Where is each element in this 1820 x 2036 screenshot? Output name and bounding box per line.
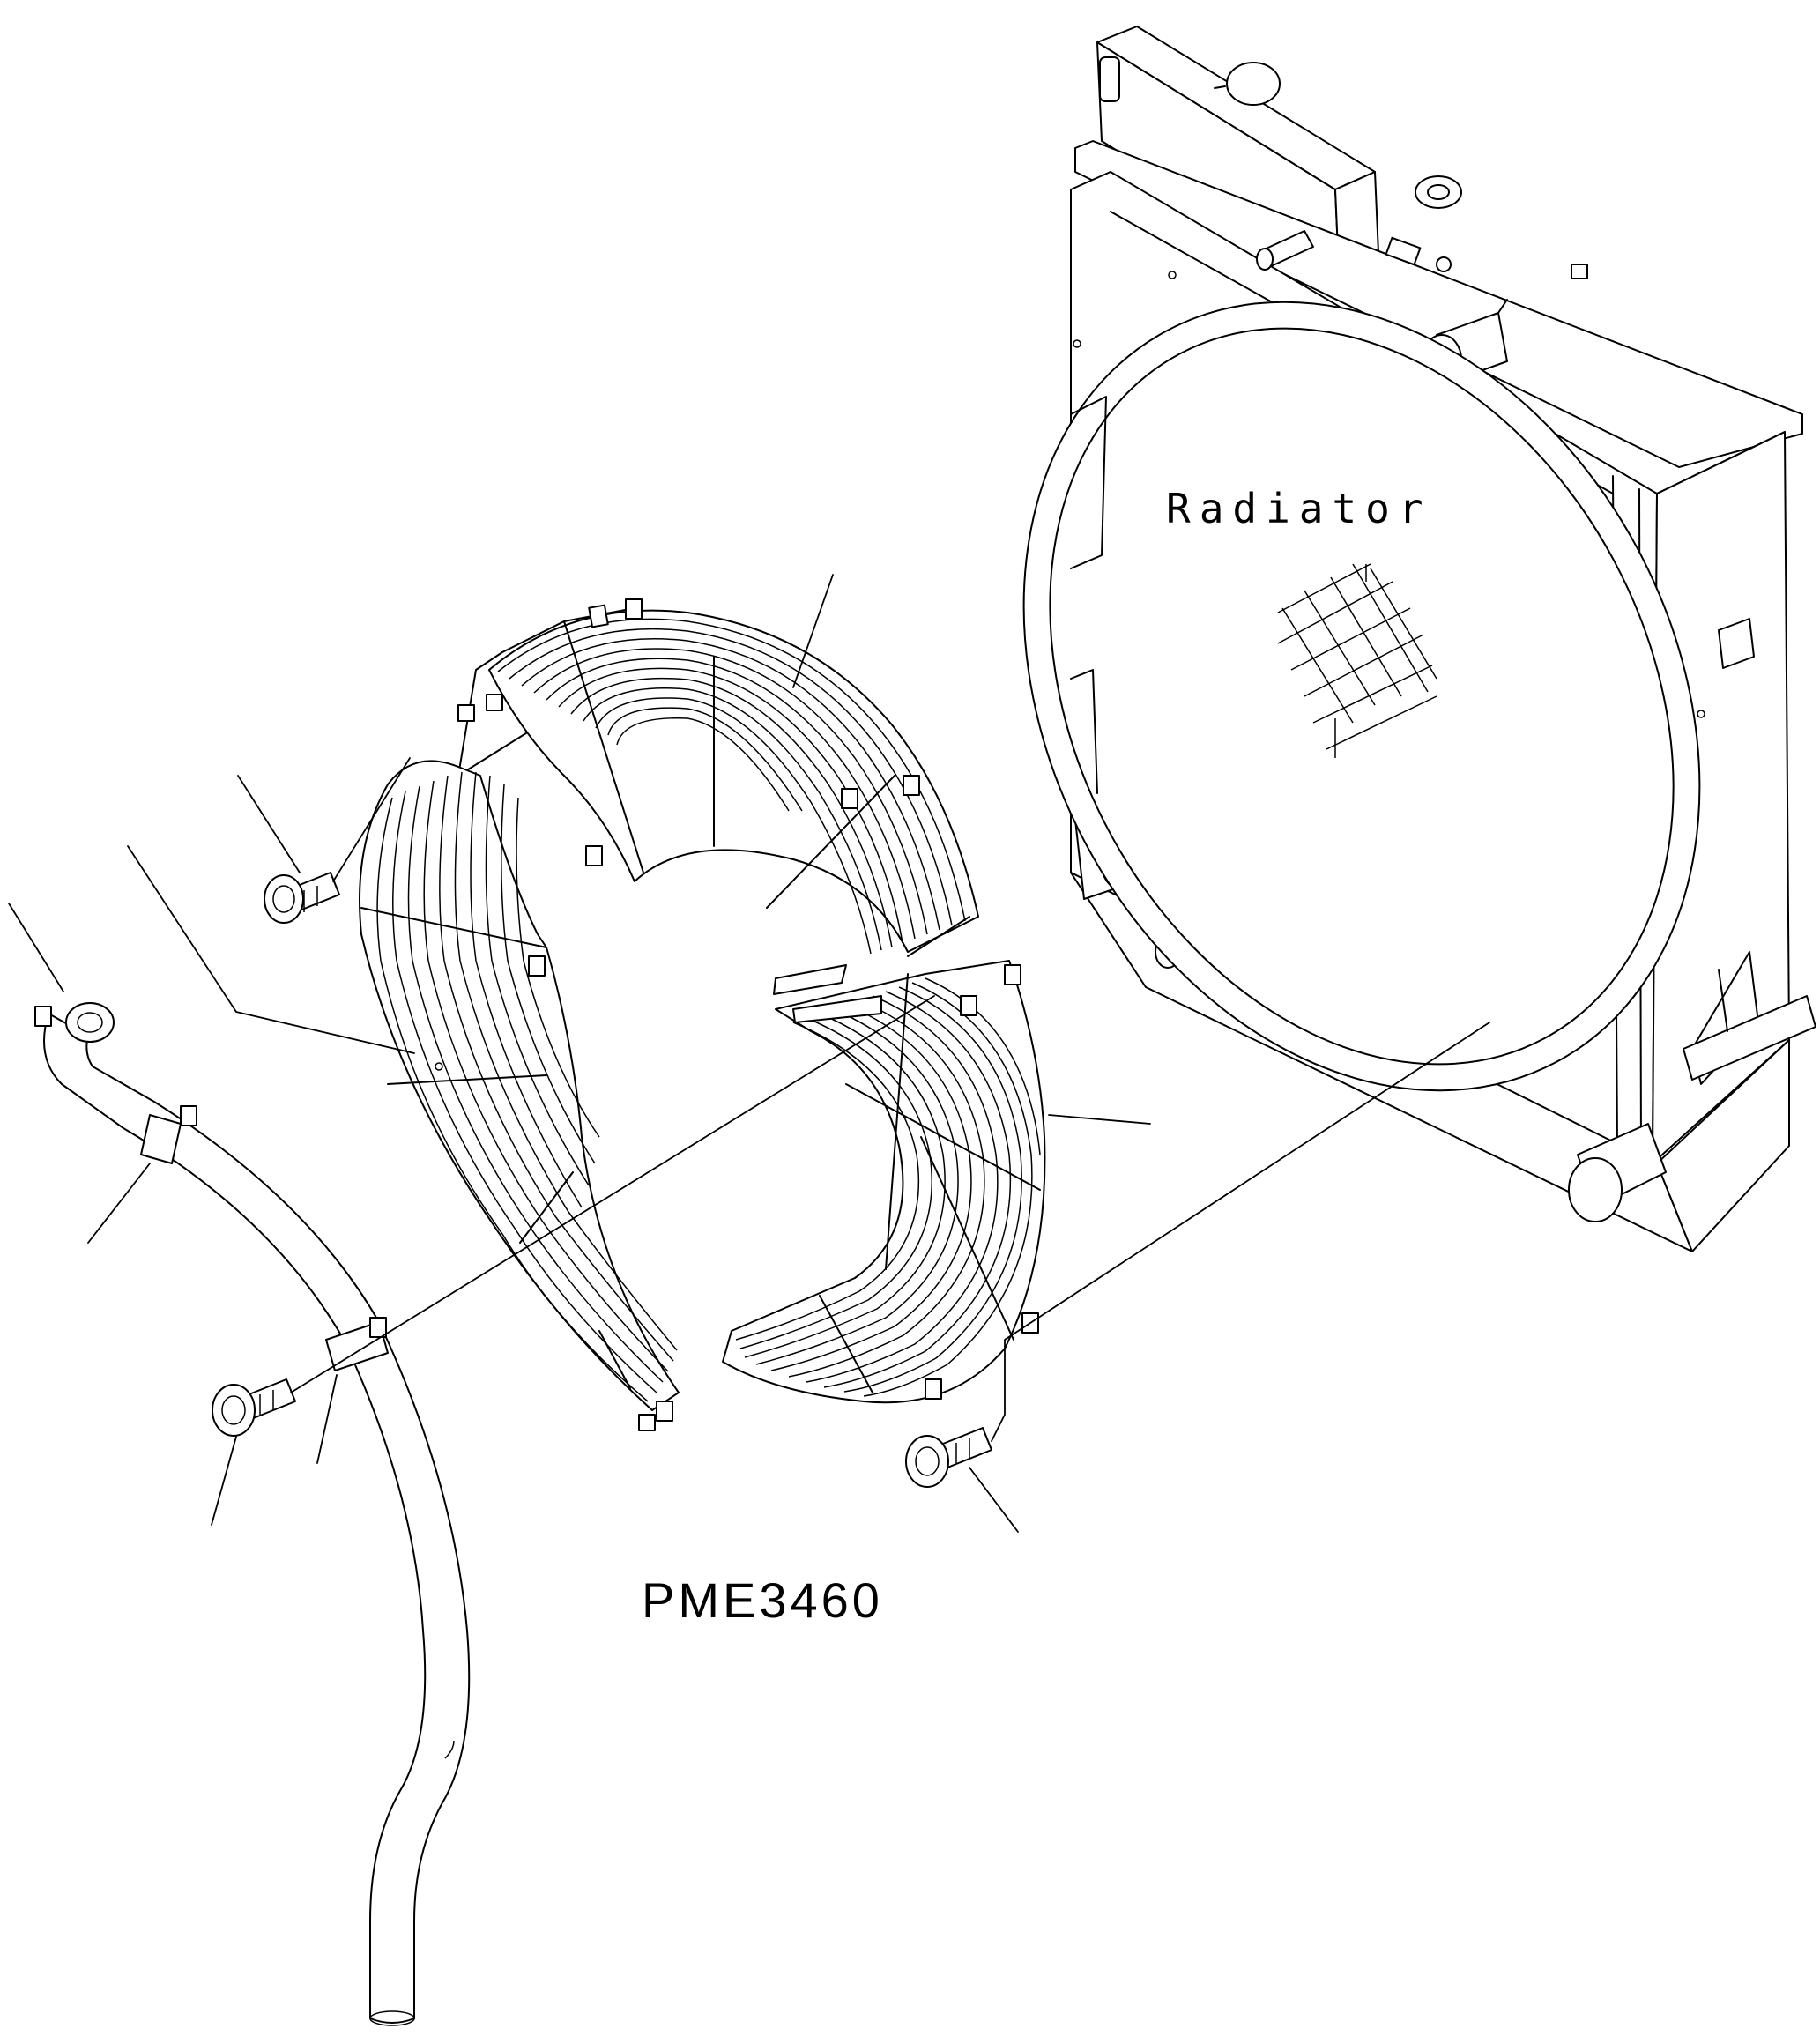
leader-lines <box>8 574 1490 1533</box>
bolt-right <box>905 1427 992 1488</box>
fan-guard-upper <box>457 598 979 957</box>
bolt-left <box>212 1378 296 1437</box>
radiator-label: Radiator <box>1166 485 1432 532</box>
core-mesh-icon <box>1277 563 1437 758</box>
hose <box>34 1002 471 2026</box>
fan-guard-lower <box>722 960 1046 1404</box>
bolt-upper <box>264 872 340 924</box>
figure-code: PME3460 <box>642 1572 883 1628</box>
radiator-assembly: Radiator <box>1022 26 1816 1252</box>
fan-guard-left <box>359 760 680 1431</box>
